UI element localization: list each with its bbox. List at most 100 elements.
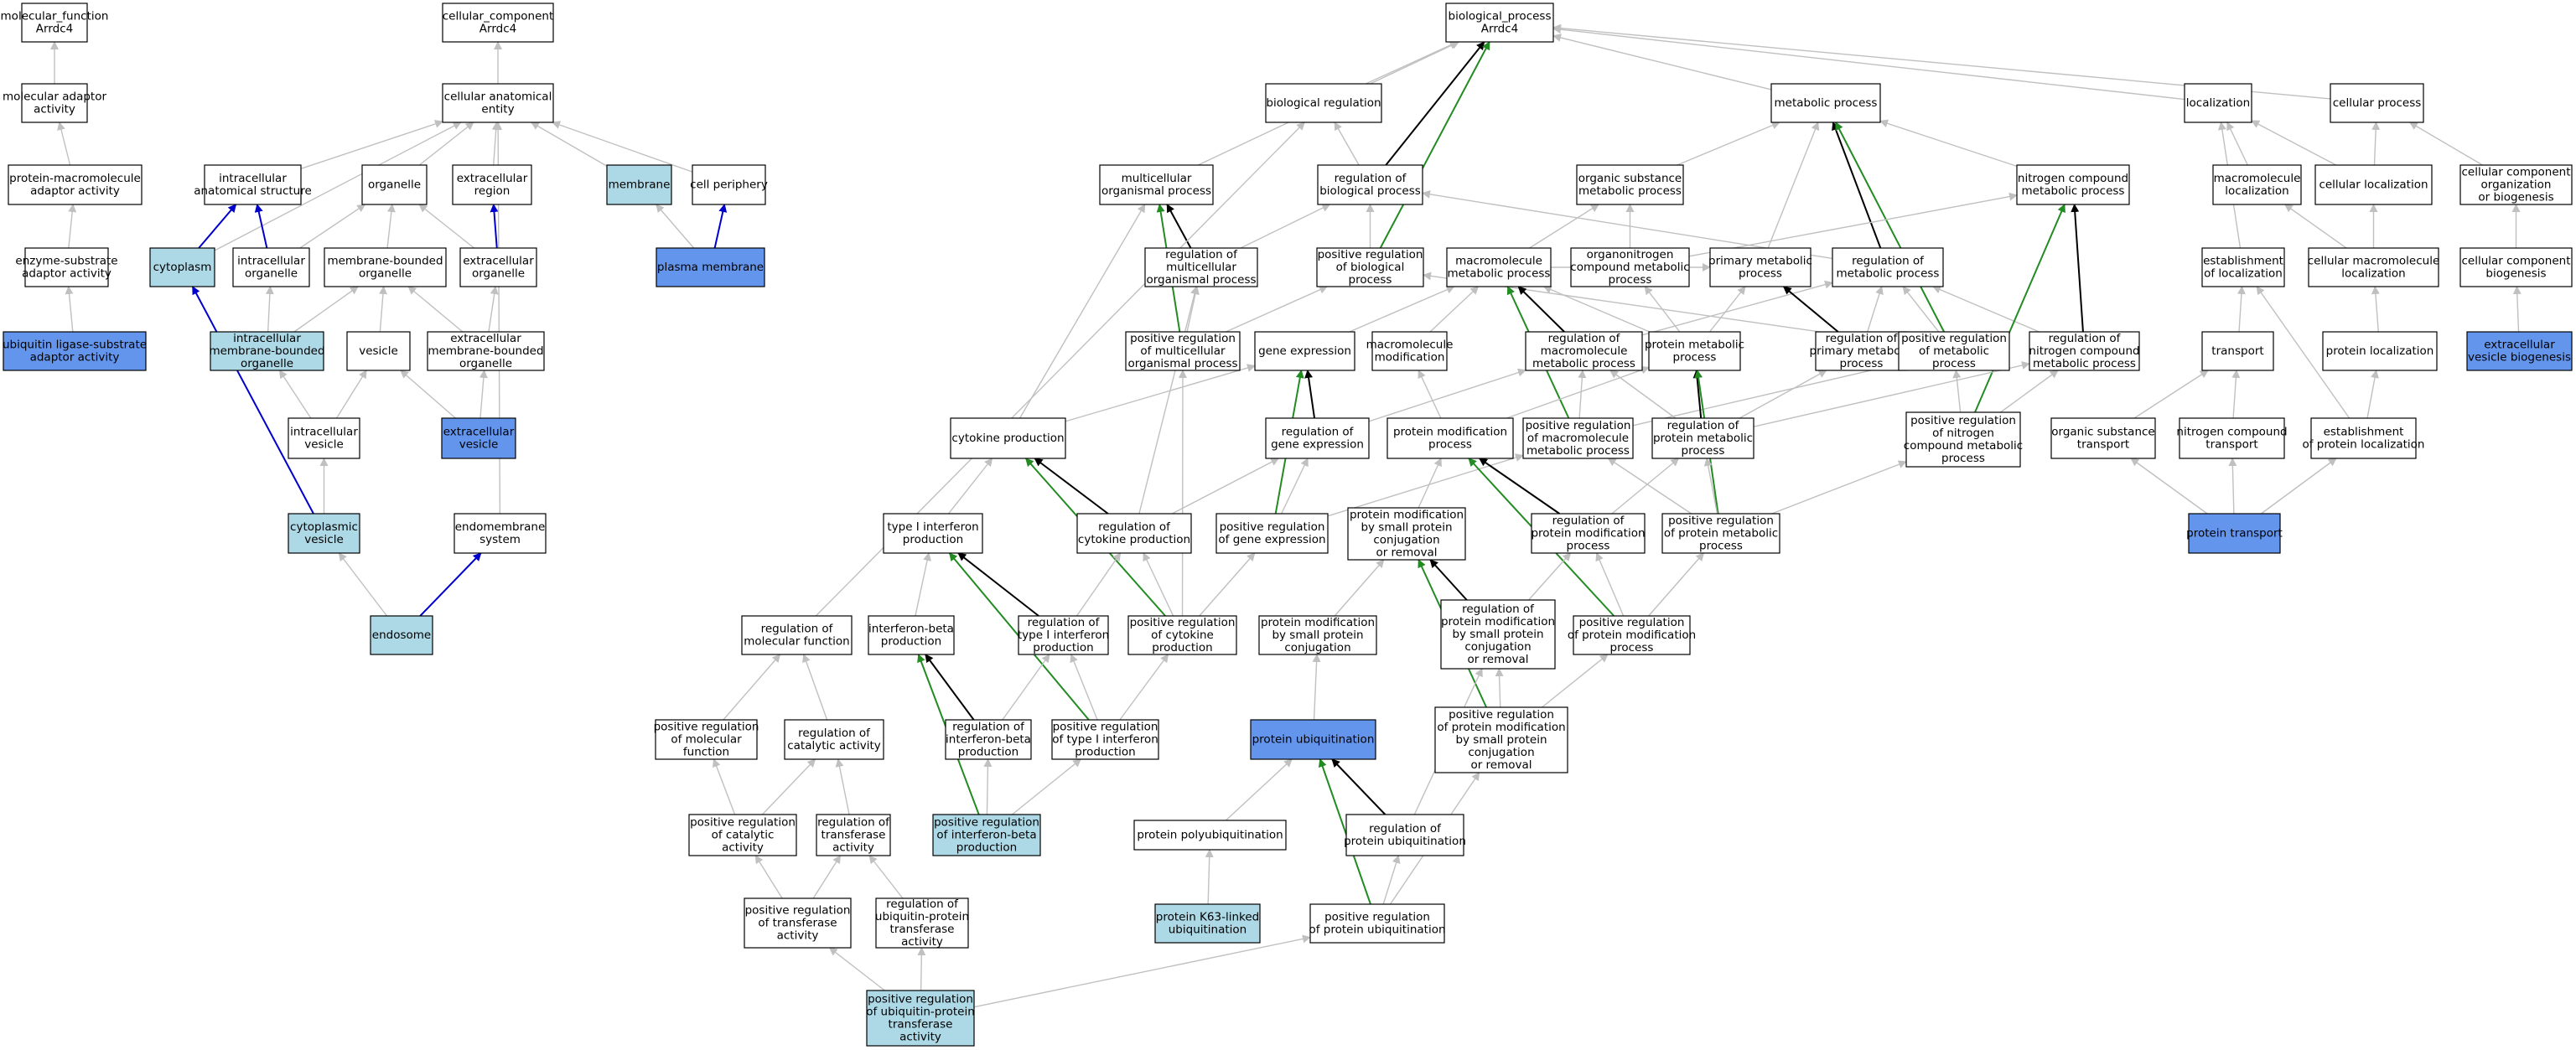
go-term-node[interactable]: gene expression [1254,331,1355,371]
go-term-node[interactable]: cytoplasm [149,247,215,287]
edge-is-a [2371,286,2380,333]
go-term-node[interactable]: protein polyubiquitination [1133,820,1287,851]
go-term-node[interactable]: protein transport [2186,513,2283,554]
node-box [1154,903,1261,944]
go-term-node[interactable]: protein ubiquitination [1250,719,1376,760]
edge-is-a [1171,458,1280,515]
go-term-node[interactable]: regulation ofubiquitin-proteintransferas… [875,897,969,949]
go-term-node[interactable]: plasma membrane [656,247,765,287]
go-term-node[interactable]: transport [2201,331,2274,371]
go-term-node[interactable]: organelle [361,164,428,205]
edge-is-a [1552,34,1772,91]
go-term-node[interactable]: endosome [370,615,433,655]
go-term-node[interactable]: cellular process [2330,83,2424,123]
go-term-node[interactable]: protein localization [2322,331,2438,371]
go-term-node[interactable]: cell periphery [690,164,768,205]
go-term-node[interactable]: vesicle [346,331,411,371]
go-term-node[interactable]: cytokine production [950,417,1066,459]
go-term-node[interactable]: biological regulation [1265,83,1382,123]
go-term-node[interactable]: cellular localization [2314,164,2433,205]
go-term-node[interactable]: membrane [606,164,672,205]
go-term-node[interactable]: metabolic process [1770,83,1881,123]
go-term-node[interactable]: localization [2184,83,2252,123]
